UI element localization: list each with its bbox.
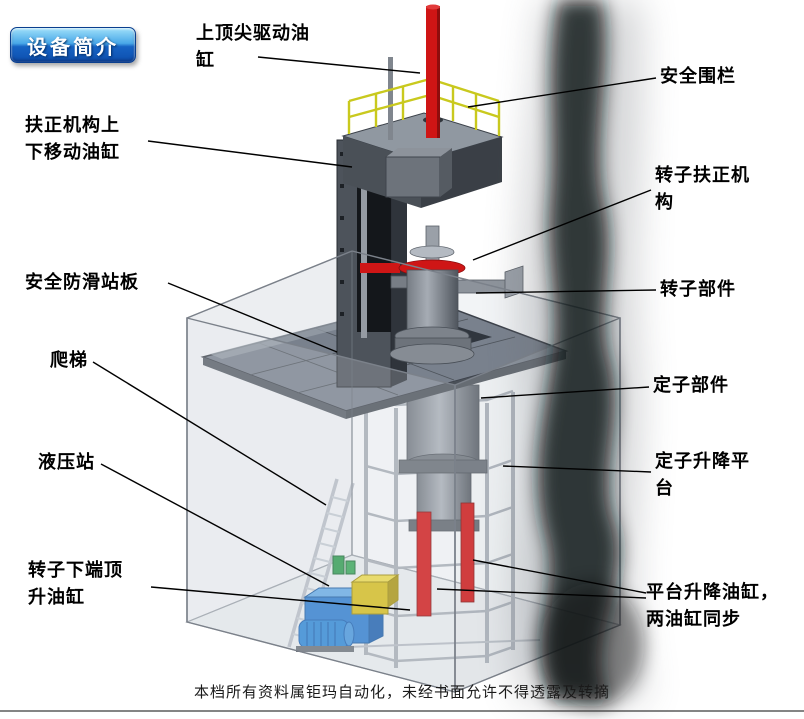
label-rotor-parts: 转子部件: [660, 279, 736, 299]
leader-lines: [92, 56, 657, 611]
label-top-spindle-drive-cylinder: 上顶尖驱动油 缸: [196, 23, 310, 70]
leader-rotor-centering: [472, 189, 652, 261]
column-frame: [336, 57, 504, 388]
platform-lift-jack-cylinders: [416, 502, 475, 617]
label-safety-fence: 安全围栏: [660, 66, 736, 86]
smoke-shadow: [512, 0, 648, 707]
leader-hydraulic: [100, 463, 330, 587]
leader-rotor-jack: [150, 586, 411, 611]
label-rotor-bottom-jack-cylinder: 转子下端顶 升油缸: [28, 560, 123, 607]
label-antislip-standing-platform: 安全防滑站板: [25, 272, 139, 292]
leader-ladder: [92, 361, 327, 506]
label-ladder: 爬梯: [50, 350, 88, 370]
green-valve-block: [332, 555, 345, 575]
leader-rotor-parts: [475, 289, 657, 294]
jack-cylinder-right: [460, 502, 475, 603]
label-rotor-centering-mechanism: 转子扶正机 构: [655, 165, 750, 212]
rotor-assembly: [360, 225, 524, 365]
label-platform-lift-cylinders: 平台升降油缸， 两油缸同步: [646, 582, 779, 629]
footer-note: 本档所有资料属钜玛自动化，未经书面允许不得透露及转摘: [193, 684, 610, 701]
leader-antislip: [167, 282, 338, 353]
top-drive-cylinder: [426, 4, 440, 138]
leader-platform-lift-b: [472, 559, 647, 594]
leader-platform-lift-a: [436, 588, 647, 599]
leader-safety-fence: [467, 77, 657, 108]
leader-centering-cylinder: [147, 140, 353, 168]
leader-stator-lift: [502, 465, 652, 473]
label-centering-updown-cylinder: 扶正机构上 下移动油缸: [25, 115, 120, 162]
label-hydraulic-station: 液压站: [38, 452, 95, 472]
yellow-block: [351, 581, 389, 615]
jack-cylinder-left: [416, 511, 432, 617]
leader-top-cylinder: [257, 56, 421, 74]
title-badge: 设备简介: [10, 27, 136, 63]
leader-stator-parts: [480, 386, 650, 399]
label-stator-lift-platform: 定子升降平 台: [655, 451, 750, 498]
hydraulic-unit: [296, 555, 400, 652]
label-stator-parts: 定子部件: [653, 375, 729, 395]
